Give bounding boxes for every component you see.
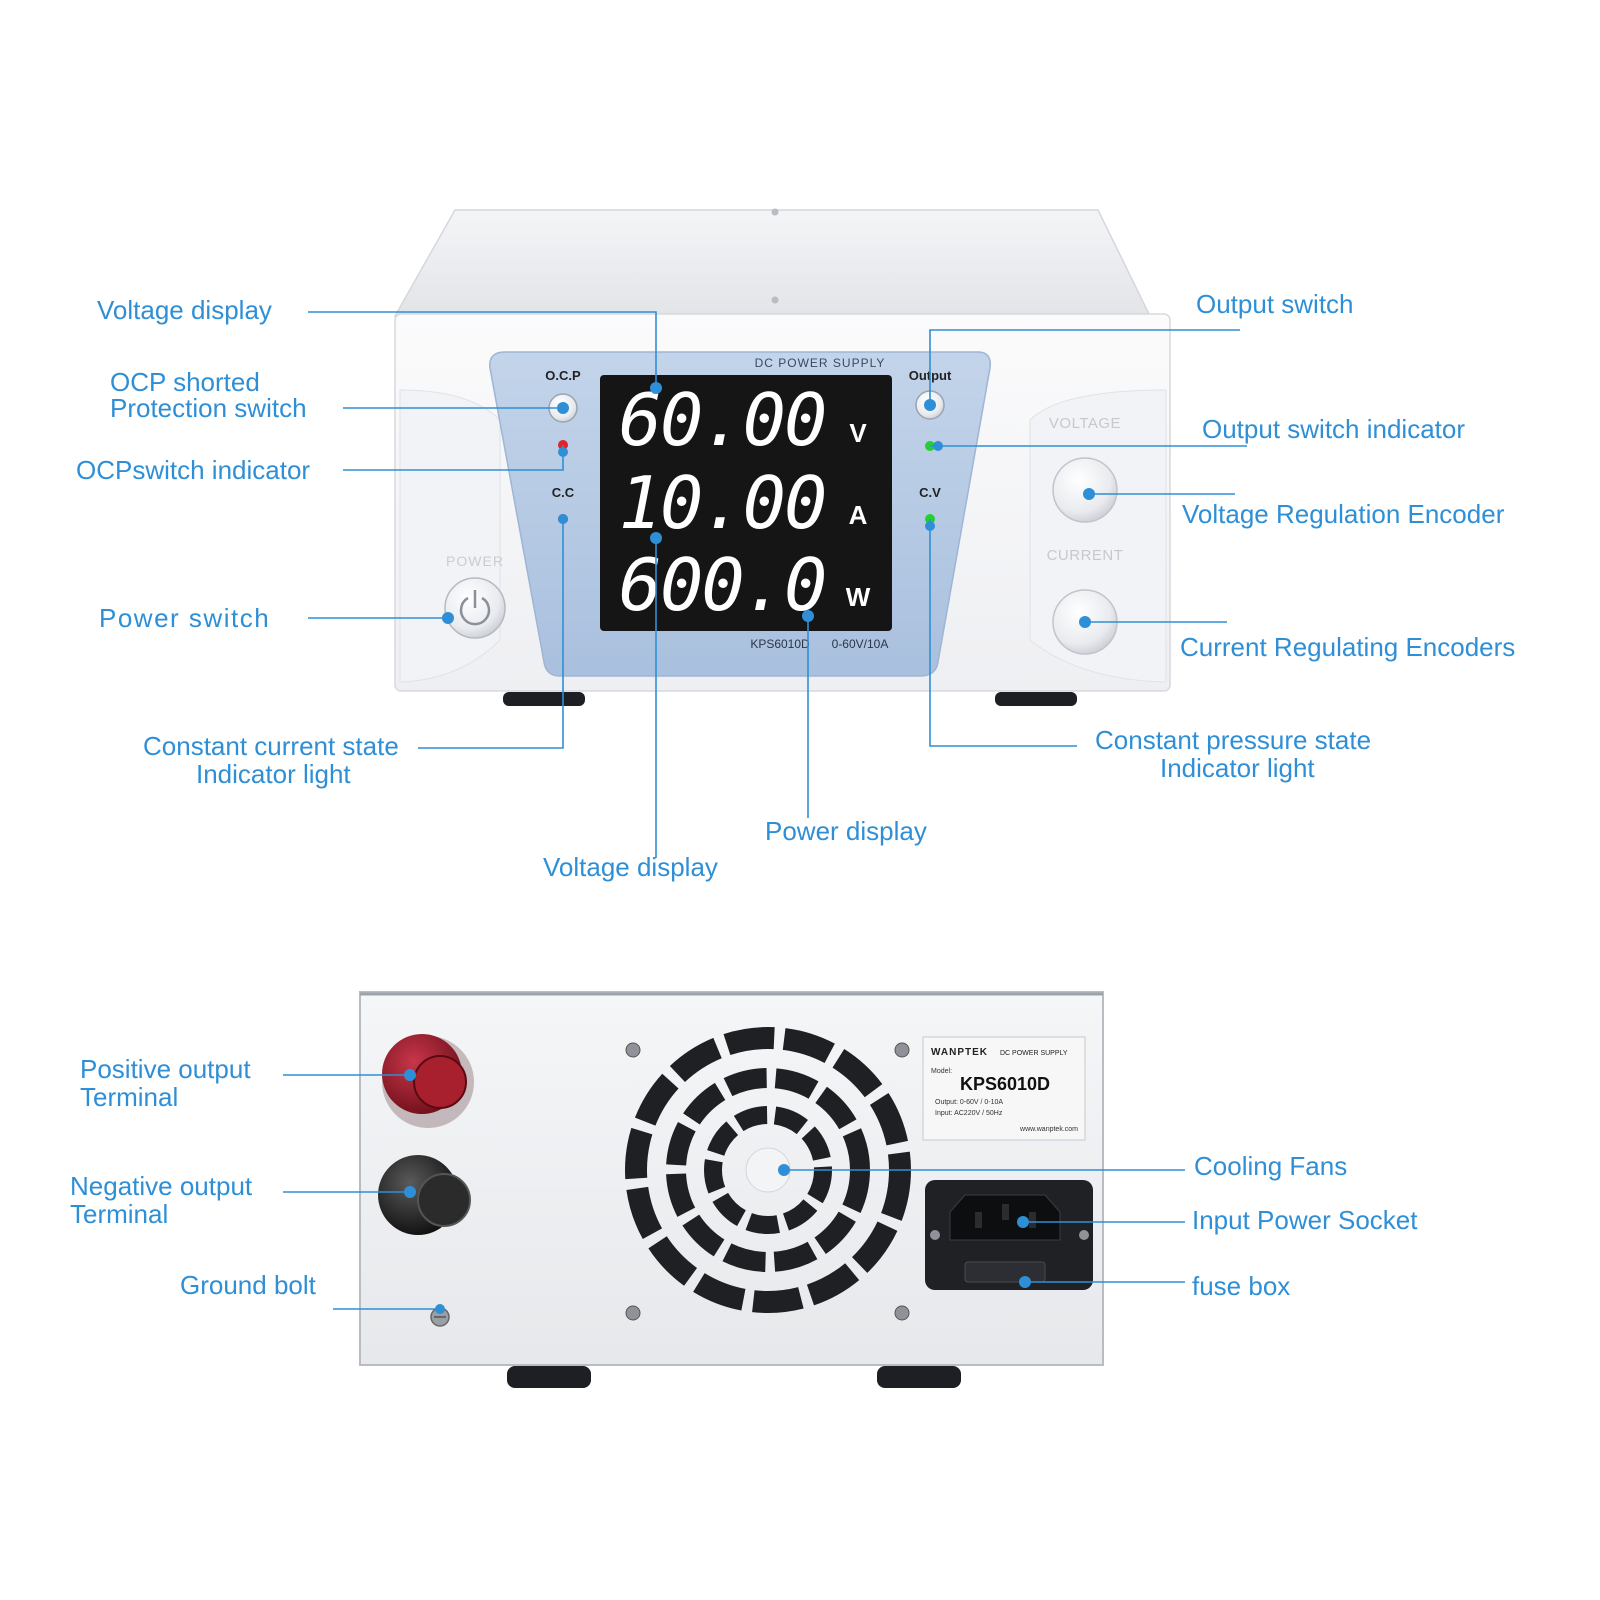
front-bevel-left xyxy=(399,389,501,683)
fan-screw-tr xyxy=(894,1042,910,1058)
power-unit: W xyxy=(846,582,871,612)
dot-power-display xyxy=(802,610,814,622)
label-cv-indicator-line1: Constant pressure state xyxy=(1095,725,1372,755)
spec-website: www.wanptek.com xyxy=(1019,1126,1078,1133)
dot-positive-terminal xyxy=(404,1069,416,1081)
spec-output: Output: 0-60V / 0-10A xyxy=(935,1099,1003,1106)
label-cc-indicator-line2: Indicator light xyxy=(196,759,351,789)
label-current-encoder: Current Regulating Encoders xyxy=(1180,632,1516,662)
voltage-reading: 60.00 xyxy=(619,378,826,462)
dot-ocp-indicator xyxy=(558,447,568,457)
label-positive-terminal-line2: Terminal xyxy=(80,1082,179,1112)
voltage-encoder-label: VOLTAGE xyxy=(1049,415,1121,432)
current-reading: 10.00 xyxy=(619,461,826,545)
label-output-switch: Output switch xyxy=(1196,289,1354,319)
label-ocp-indicator: OCPswitch indicator xyxy=(76,455,311,485)
label-fuse-box: fuse box xyxy=(1192,1271,1291,1301)
spec-model-caption: Model: xyxy=(931,1068,952,1075)
case-screw-mid xyxy=(771,296,779,304)
spec-input: Input: AC220V / 50Hz xyxy=(935,1110,1003,1117)
dot-fuse-box xyxy=(1019,1276,1031,1288)
dot-output-indicator xyxy=(933,441,943,451)
power-label: POWER xyxy=(446,553,504,569)
label-cc-indicator-line1: Constant current state xyxy=(143,731,399,761)
range-label: 0-60V/10A xyxy=(832,637,889,651)
dot-voltage-display-top xyxy=(650,382,662,394)
dot-cc-indicator xyxy=(558,514,568,524)
case-screw-top xyxy=(771,208,779,216)
lcd-display xyxy=(600,375,892,631)
current-unit: A xyxy=(849,500,868,530)
label-input-socket: Input Power Socket xyxy=(1192,1205,1418,1235)
negative-terminal[interactable] xyxy=(378,1155,471,1235)
dot-cooling-fans xyxy=(778,1164,790,1176)
label-voltage-encoder: Voltage Regulation Encoder xyxy=(1182,499,1505,529)
voltage-unit: V xyxy=(849,418,867,448)
label-voltage-display-bottom: Voltage display xyxy=(543,852,718,882)
positive-terminal[interactable] xyxy=(382,1034,474,1128)
leader-voltage-display-top xyxy=(308,311,657,388)
dot-ground-bolt xyxy=(435,1304,445,1314)
label-voltage-display-top: Voltage display xyxy=(97,295,272,325)
label-ground-bolt: Ground bolt xyxy=(180,1270,316,1300)
rear-callout-dots xyxy=(404,1069,1031,1314)
label-power-switch: Power switch xyxy=(99,603,271,633)
dot-output-switch xyxy=(924,399,936,411)
label-negative-terminal-line1: Negative output xyxy=(70,1171,253,1201)
power-icon xyxy=(459,590,491,626)
dot-power-switch xyxy=(442,612,454,624)
label-ocp-switch-line2: Protection switch xyxy=(110,393,307,423)
leader-cc-indicator xyxy=(418,519,564,749)
spec-brand-sub: DC POWER SUPPLY xyxy=(1000,1050,1068,1057)
fuse-box[interactable] xyxy=(964,1261,1046,1283)
power-reading: 600.0 xyxy=(619,543,826,627)
front-foot-left xyxy=(503,692,585,706)
dot-current-encoder xyxy=(1079,616,1091,628)
dot-voltage-encoder xyxy=(1083,488,1095,500)
dot-ocp-switch xyxy=(557,402,569,414)
label-power-display: Power display xyxy=(765,816,927,846)
panel-header: DC POWER SUPPLY xyxy=(755,356,886,370)
fan-screw-br xyxy=(894,1305,910,1321)
front-callout-dots xyxy=(442,382,1095,628)
dot-cv-indicator xyxy=(925,521,935,531)
rear-callout-lines xyxy=(283,1074,1185,1310)
fan-screw-bl xyxy=(625,1305,641,1321)
dot-input-socket xyxy=(1017,1216,1029,1228)
label-output-indicator: Output switch indicator xyxy=(1202,414,1466,444)
model-label: KPS6010D xyxy=(750,637,810,651)
rear-unit: WANPTEK DC POWER SUPPLY Model: KPS6010D … xyxy=(359,991,1104,1388)
label-negative-terminal-line2: Terminal xyxy=(70,1199,169,1229)
label-positive-terminal-line1: Positive output xyxy=(80,1054,251,1084)
leader-output-switch xyxy=(929,329,1240,405)
cv-label: C.V xyxy=(919,485,941,500)
current-encoder-label: CURRENT xyxy=(1047,547,1124,564)
spec-brand: WANPTEK xyxy=(931,1047,988,1058)
dot-negative-terminal xyxy=(404,1186,416,1198)
spec-model: KPS6010D xyxy=(960,1074,1050,1094)
cc-label: C.C xyxy=(552,485,575,500)
label-ocp-switch-line1: OCP shorted xyxy=(110,367,260,397)
fan-screw-tl xyxy=(625,1042,641,1058)
front-foot-right xyxy=(995,692,1077,706)
front-unit: DC POWER SUPPLY O.C.P Output C.C C.V KPS… xyxy=(393,208,1171,706)
leader-cv-indicator xyxy=(929,519,1077,747)
rear-foot-left xyxy=(507,1366,591,1388)
ocp-label: O.C.P xyxy=(545,368,581,383)
dot-voltage-display-bottom xyxy=(650,532,662,544)
rear-foot-right xyxy=(877,1366,961,1388)
spec-label xyxy=(922,1036,1086,1141)
label-cv-indicator-line2: Indicator light xyxy=(1160,753,1315,783)
label-cooling-fans: Cooling Fans xyxy=(1194,1151,1348,1181)
